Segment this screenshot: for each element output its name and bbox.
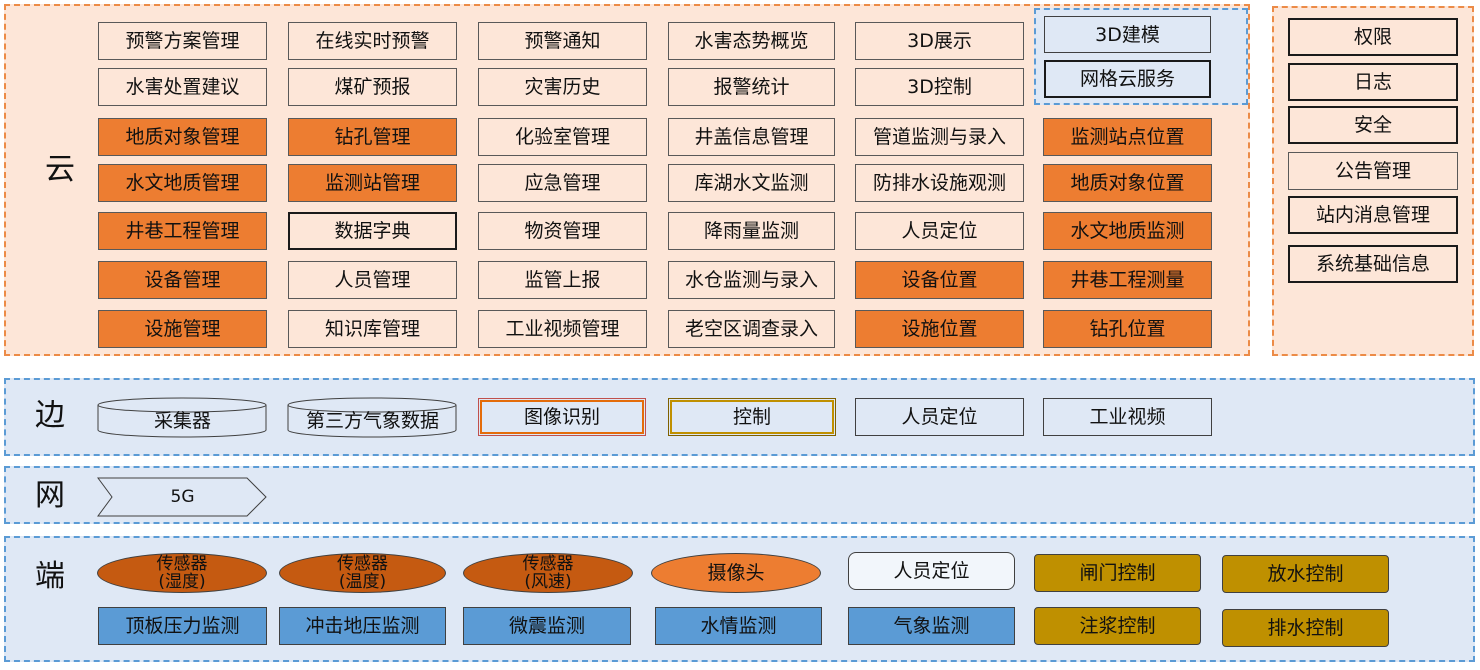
monitor-water-status[interactable]: 水情监测 <box>655 607 822 645</box>
cloud-layer-label: 云 <box>45 152 75 187</box>
module-situation-overview[interactable]: 水害态势概览 <box>668 22 835 60</box>
module-material-mgmt[interactable]: 物资管理 <box>478 212 647 250</box>
terminal-layer-label: 端 <box>35 559 65 594</box>
module-supervision-report[interactable]: 监管上报 <box>478 261 647 299</box>
module-data-dictionary[interactable]: 数据字典 <box>288 212 457 250</box>
network-layer-label: 网 <box>35 478 65 513</box>
network-5g[interactable]: 5G <box>170 487 195 507</box>
control-water-release[interactable]: 放水控制 <box>1222 555 1389 593</box>
module-manhole-mgmt[interactable]: 井盖信息管理 <box>668 118 835 156</box>
module-roadway-survey[interactable]: 井巷工程测量 <box>1043 261 1212 299</box>
edge-weather-data[interactable]: 第三方气象数据 <box>305 410 439 432</box>
system-announcements[interactable]: 公告管理 <box>1288 152 1458 190</box>
terminal-personnel-positioning[interactable]: 人员定位 <box>848 552 1015 590</box>
sensor-wind-speed[interactable]: 传感器 (风速) <box>463 553 633 593</box>
module-3d-display[interactable]: 3D展示 <box>855 22 1024 60</box>
terminal-camera[interactable]: 摄像头 <box>651 553 821 593</box>
system-logs[interactable]: 日志 <box>1288 63 1458 101</box>
weather-data-cylinder-icon <box>287 397 457 438</box>
module-roadway-mgmt[interactable]: 井巷工程管理 <box>98 212 267 250</box>
module-geo-object-location[interactable]: 地质对象位置 <box>1043 164 1212 202</box>
sensor-temperature[interactable]: 传感器 (温度) <box>279 553 446 593</box>
module-lab-mgmt[interactable]: 化验室管理 <box>478 118 647 156</box>
module-emergency-mgmt[interactable]: 应急管理 <box>478 164 647 202</box>
sensor-humidity-line1: 传感器 <box>156 554 208 574</box>
module-video-mgmt[interactable]: 工业视频管理 <box>478 310 647 348</box>
module-geo-object-mgmt[interactable]: 地质对象管理 <box>98 118 267 156</box>
module-rainfall-monitoring[interactable]: 降雨量监测 <box>668 212 835 250</box>
module-hydrogeology-mgmt[interactable]: 水文地质管理 <box>98 164 267 202</box>
module-knowledge-base[interactable]: 知识库管理 <box>288 310 457 348</box>
module-borehole-location[interactable]: 钻孔位置 <box>1043 310 1212 348</box>
sensor-temperature-line2: (温度) <box>338 572 387 592</box>
module-facility-location[interactable]: 设施位置 <box>855 310 1024 348</box>
edge-personnel-positioning[interactable]: 人员定位 <box>855 398 1024 436</box>
module-grid-cloud-service[interactable]: 网格云服务 <box>1044 60 1211 98</box>
system-basic-info[interactable]: 系统基础信息 <box>1288 245 1458 283</box>
control-grouting[interactable]: 注浆控制 <box>1034 607 1201 645</box>
sensor-humidity-line2: (湿度) <box>158 572 206 592</box>
module-equipment-location[interactable]: 设备位置 <box>855 261 1024 299</box>
module-hydrogeology-monitoring[interactable]: 水文地质监测 <box>1043 212 1212 250</box>
sensor-humidity[interactable]: 传感器 (湿度) <box>97 553 267 593</box>
system-security[interactable]: 安全 <box>1288 106 1458 144</box>
module-disposal-advice[interactable]: 水害处置建议 <box>98 68 267 106</box>
control-drainage[interactable]: 排水控制 <box>1222 609 1389 647</box>
module-sump-monitoring[interactable]: 水仓监测与录入 <box>668 261 835 299</box>
edge-layer-label: 边 <box>35 398 65 433</box>
module-station-mgmt[interactable]: 监测站管理 <box>288 164 457 202</box>
monitor-microseismic[interactable]: 微震监测 <box>463 607 631 645</box>
collector-cylinder-icon <box>97 397 267 438</box>
module-alarm-stats[interactable]: 报警统计 <box>668 68 835 106</box>
module-disaster-history[interactable]: 灾害历史 <box>478 68 647 106</box>
module-warning-notice[interactable]: 预警通知 <box>478 22 647 60</box>
module-warning-plan[interactable]: 预警方案管理 <box>98 22 267 60</box>
module-lake-hydrology[interactable]: 库湖水文监测 <box>668 164 835 202</box>
module-personnel-mgmt[interactable]: 人员管理 <box>288 261 457 299</box>
module-drainage-facility[interactable]: 防排水设施观测 <box>855 164 1024 202</box>
module-mine-forecast[interactable]: 煤矿预报 <box>288 68 457 106</box>
sensor-wind-speed-line1: 传感器 <box>522 554 574 574</box>
module-borehole-mgmt[interactable]: 钻孔管理 <box>288 118 457 156</box>
module-3d-control[interactable]: 3D控制 <box>855 68 1024 106</box>
control-gate[interactable]: 闸门控制 <box>1034 554 1201 592</box>
monitor-rock-burst[interactable]: 冲击地压监测 <box>279 607 446 645</box>
module-goaf-survey[interactable]: 老空区调查录入 <box>668 310 835 348</box>
monitor-weather[interactable]: 气象监测 <box>848 607 1015 645</box>
module-equipment-mgmt[interactable]: 设备管理 <box>98 261 267 299</box>
edge-image-recognition[interactable]: 图像识别 <box>478 398 646 436</box>
module-station-location[interactable]: 监测站点位置 <box>1043 118 1212 156</box>
module-facility-mgmt[interactable]: 设施管理 <box>98 310 267 348</box>
chevron-arrow-icon <box>97 477 267 517</box>
system-messages[interactable]: 站内消息管理 <box>1288 196 1458 234</box>
edge-industrial-video[interactable]: 工业视频 <box>1043 398 1212 436</box>
module-personnel-positioning[interactable]: 人员定位 <box>855 212 1024 250</box>
system-permissions[interactable]: 权限 <box>1288 18 1458 56</box>
sensor-wind-speed-line2: (风速) <box>524 572 572 592</box>
module-online-warning[interactable]: 在线实时预警 <box>288 22 457 60</box>
edge-collector[interactable]: 采集器 <box>153 410 211 432</box>
edge-control[interactable]: 控制 <box>668 398 836 436</box>
module-pipe-monitoring[interactable]: 管道监测与录入 <box>855 118 1024 156</box>
module-3d-modeling[interactable]: 3D建模 <box>1044 16 1211 53</box>
monitor-roof-pressure[interactable]: 顶板压力监测 <box>98 607 267 645</box>
sensor-temperature-line1: 传感器 <box>337 554 388 574</box>
